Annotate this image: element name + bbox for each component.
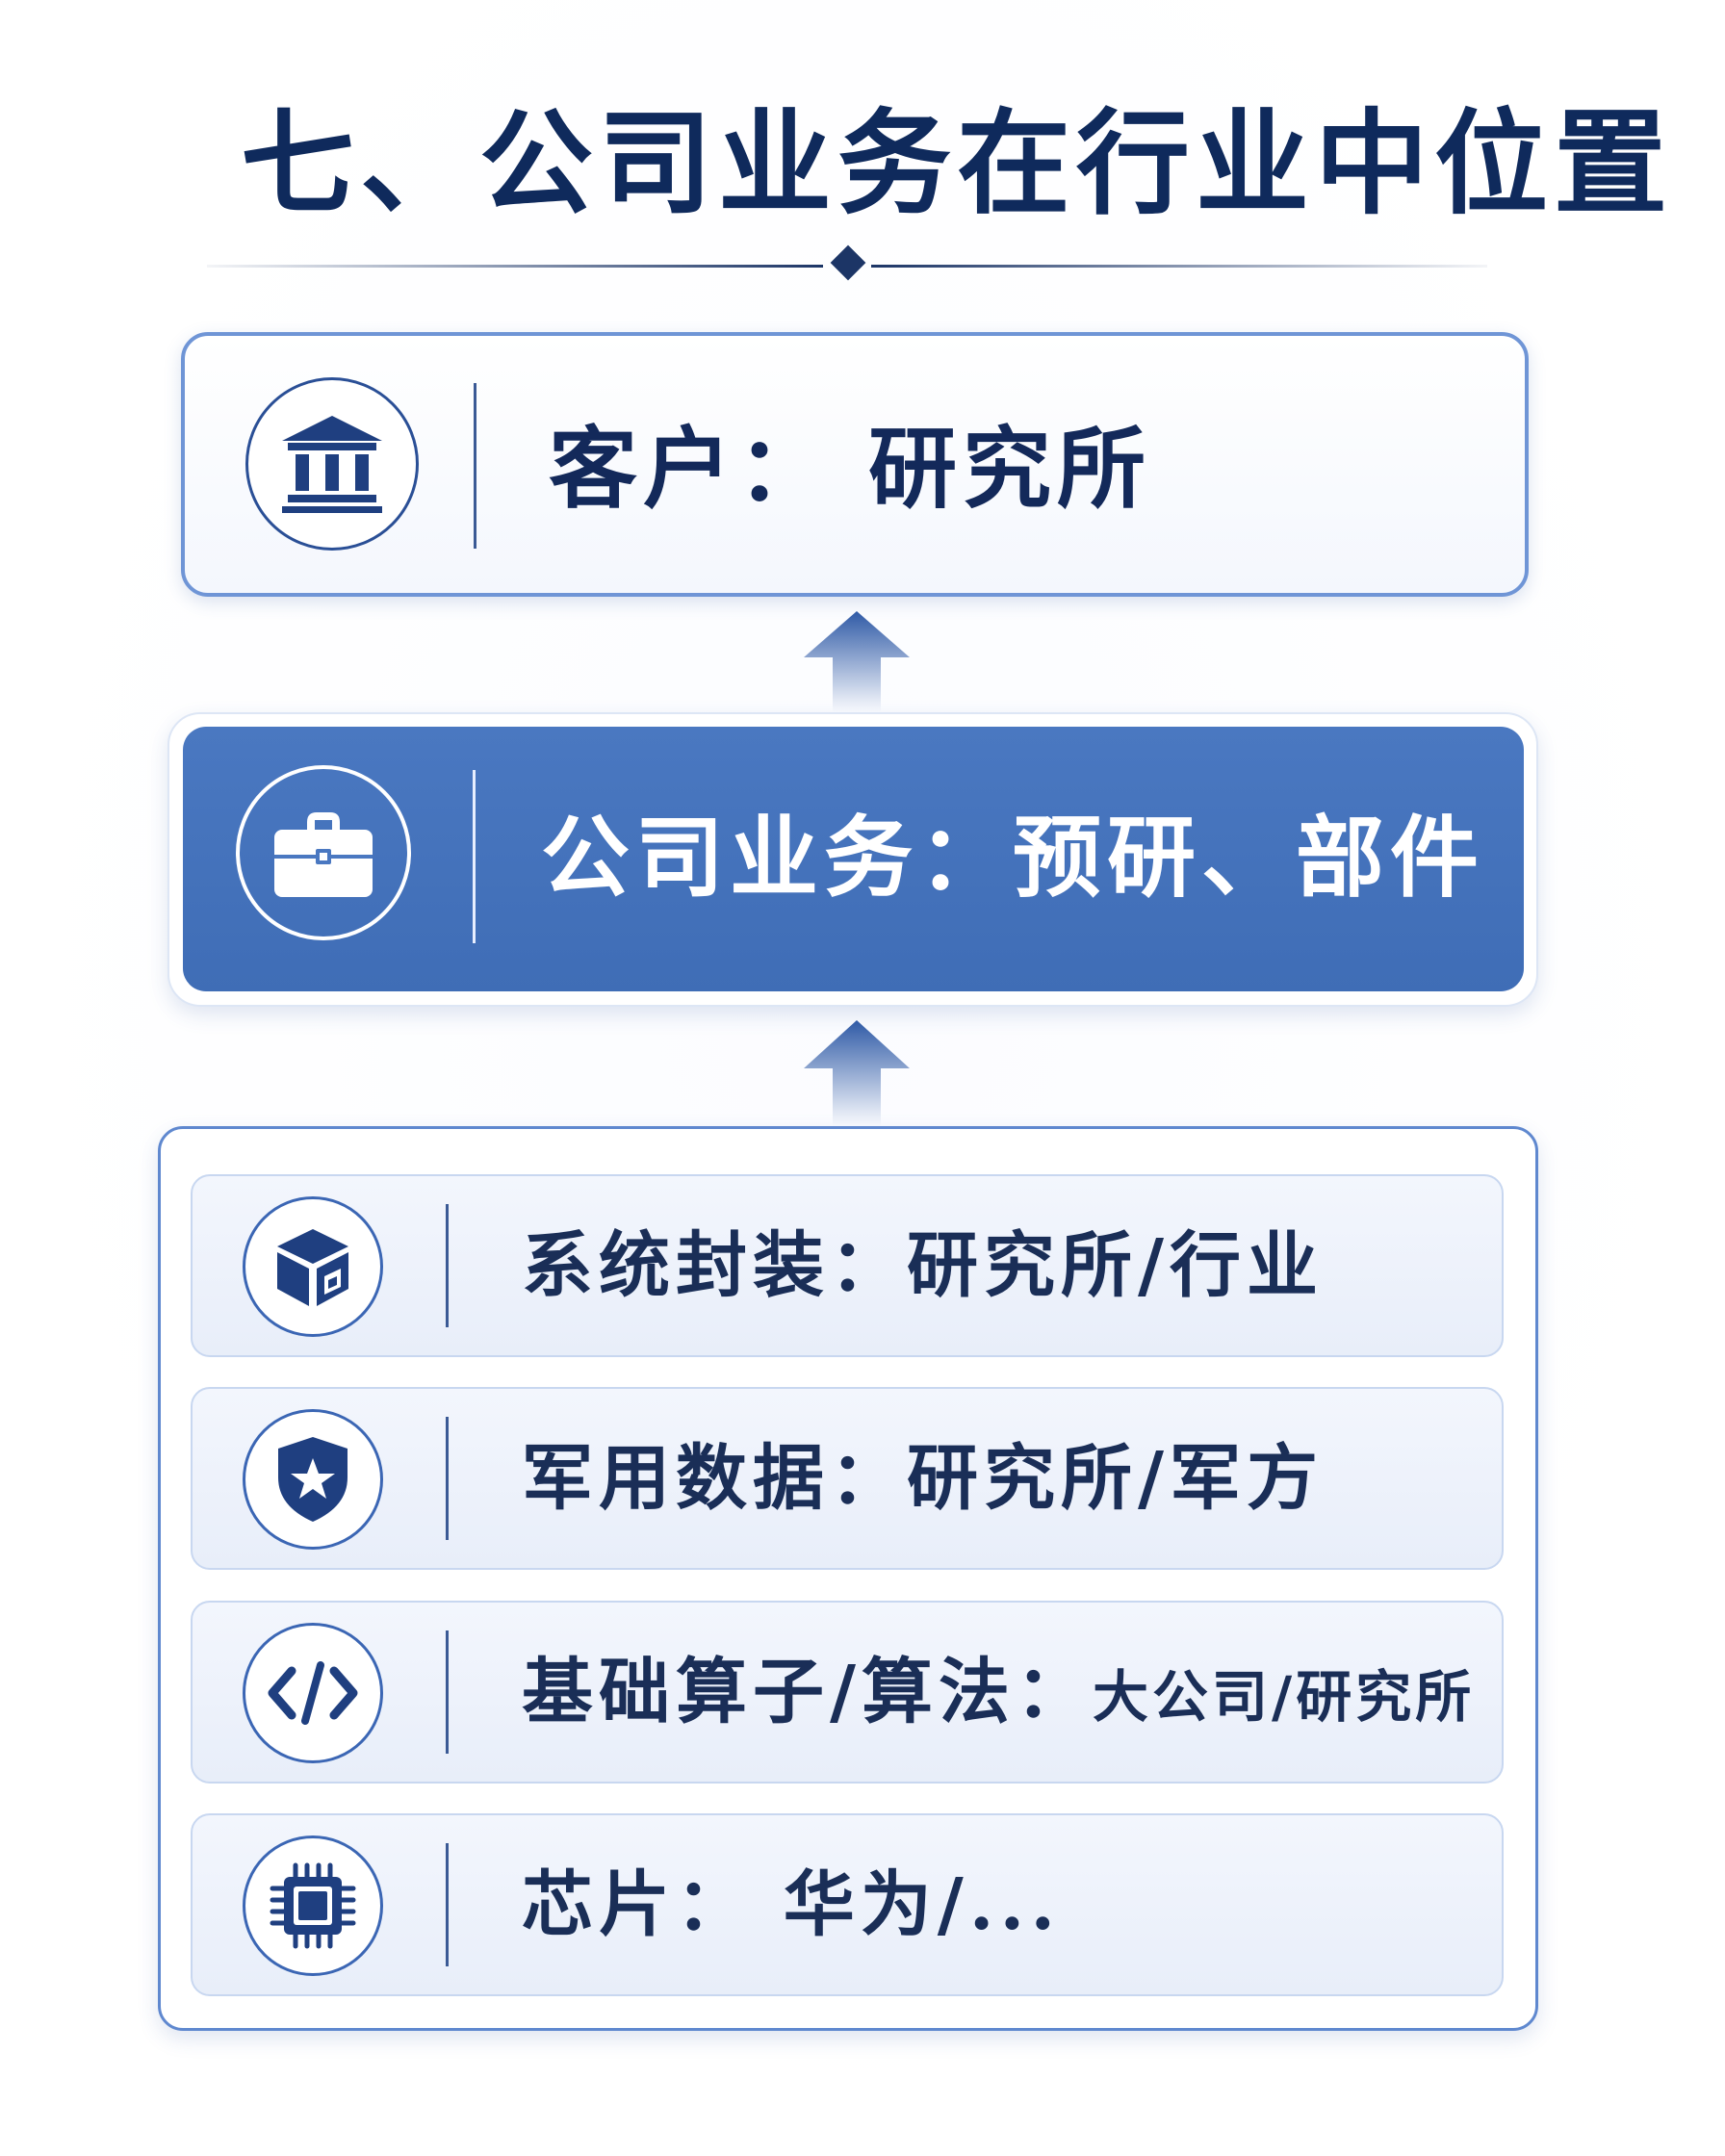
- list-item: [191, 1813, 1504, 1996]
- divider-line-right: [871, 265, 1487, 268]
- up-arrow-icon: [804, 1020, 910, 1126]
- bank-building-icon: [245, 377, 419, 551]
- divider-line-left: [207, 265, 823, 268]
- system-packaging-label: 系统封装：研究所/行业: [522, 1224, 1325, 1307]
- title-divider: [207, 244, 1487, 281]
- separator: [446, 1630, 449, 1754]
- list-item: [191, 1174, 1504, 1357]
- separator: [446, 1417, 449, 1540]
- chip-label: 芯片： 华为/...: [522, 1863, 1062, 1946]
- separator: [474, 383, 476, 549]
- cube-icon: [243, 1196, 383, 1337]
- algorithm-label-small: 大公司/研究所: [1093, 1664, 1476, 1730]
- algorithm-label-main: 基础算子/算法：: [522, 1651, 1094, 1733]
- briefcase-icon: [236, 765, 411, 940]
- shield-star-icon: [243, 1409, 383, 1550]
- list-item: [191, 1601, 1504, 1784]
- business-label: 公司业务：预研、部件: [541, 806, 1485, 910]
- separator: [446, 1204, 449, 1327]
- algorithm-label: 基础算子/算法：大公司/研究所: [522, 1649, 1475, 1740]
- up-arrow-icon: [804, 611, 910, 712]
- separator: [446, 1843, 449, 1966]
- page-title: 七、公司业务在行业中位置: [241, 96, 1674, 230]
- chip-icon: [243, 1835, 383, 1976]
- separator: [473, 770, 476, 943]
- divider-diamond: [830, 244, 866, 281]
- list-item: [191, 1387, 1504, 1570]
- military-data-label: 军用数据：研究所/军方: [522, 1437, 1325, 1520]
- customer-label: 客户： 研究所: [549, 417, 1152, 521]
- code-icon: [243, 1623, 383, 1763]
